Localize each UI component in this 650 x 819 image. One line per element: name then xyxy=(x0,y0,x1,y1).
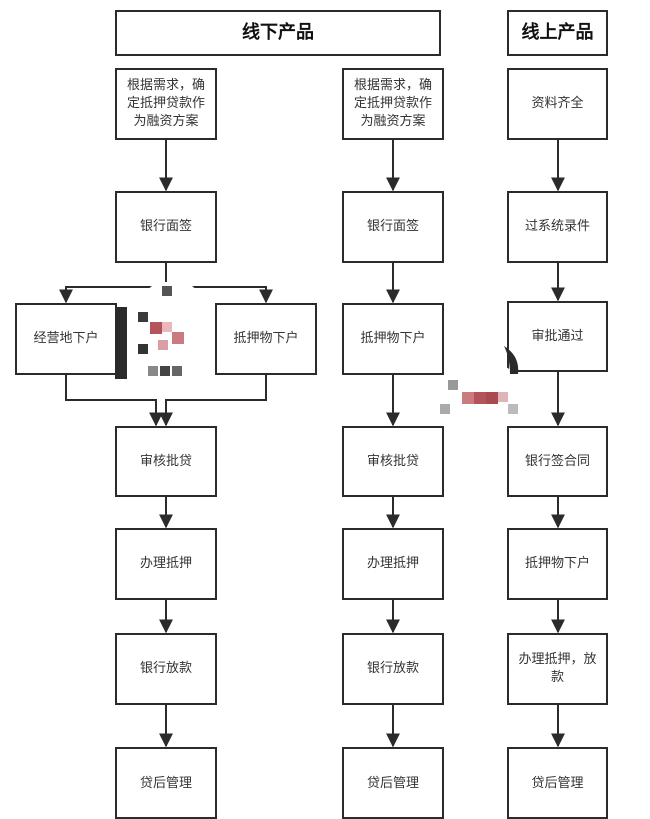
col2-demand-node: 根据需求，确定抵押贷款作为融资方案 xyxy=(342,68,444,140)
col1-mortgage-node: 办理抵押 xyxy=(115,528,217,600)
col1-disburse-node: 银行放款 xyxy=(115,633,217,705)
split-connector-right xyxy=(166,286,273,304)
col2-collateral-transfer-node: 抵押物下户 xyxy=(342,303,444,375)
flowchart-connectors xyxy=(59,140,565,748)
col1-demand-node: 根据需求，确定抵押贷款作为融资方案 xyxy=(115,68,217,140)
col1-business-transfer-node: 经营地下户 xyxy=(15,303,117,375)
col3-collateral-transfer-node: 抵押物下户 xyxy=(507,528,608,600)
col2-mortgage-node: 办理抵押 xyxy=(342,528,444,600)
col3-system-entry-node: 过系统录件 xyxy=(507,191,608,263)
col3-bank-contract-node: 银行签合同 xyxy=(507,426,608,497)
col3-approved-node: 审批通过 xyxy=(507,301,608,372)
mosaic-watermark-2 xyxy=(436,346,524,432)
col2-review-node: 审核批贷 xyxy=(342,426,444,497)
col2-post-loan-node: 贷后管理 xyxy=(342,747,444,819)
col2-bank-sign-node: 银行面签 xyxy=(342,191,444,263)
merge-connector-right xyxy=(159,374,267,427)
col3-mortgage-disburse-node: 办理抵押，放款 xyxy=(507,633,608,705)
header-online-products: 线上产品 xyxy=(507,10,608,56)
mosaic-watermark xyxy=(115,282,210,395)
merge-connector-left xyxy=(65,374,163,427)
col3-post-loan-node: 贷后管理 xyxy=(507,747,608,819)
col2-disburse-node: 银行放款 xyxy=(342,633,444,705)
col1-post-loan-node: 贷后管理 xyxy=(115,747,217,819)
col1-bank-sign-node: 银行面签 xyxy=(115,191,217,263)
header-offline-products: 线下产品 xyxy=(115,10,441,56)
split-connector xyxy=(59,262,167,304)
col3-docs-ready-node: 资料齐全 xyxy=(507,68,608,140)
col1-review-node: 审核批贷 xyxy=(115,426,217,497)
col1-collateral-transfer-node: 抵押物下户 xyxy=(215,303,317,375)
